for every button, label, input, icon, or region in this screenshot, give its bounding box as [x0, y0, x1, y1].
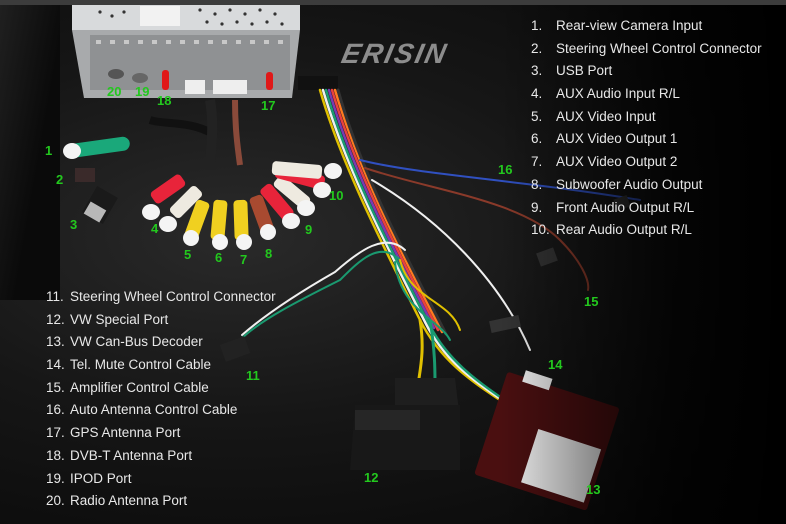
legend-index: 13. [46, 334, 65, 350]
legend-label: Subwoofer Audio Output [556, 176, 703, 192]
legend-index: 6. [531, 131, 543, 147]
rca-connectors [63, 99, 342, 250]
legend-index: 7. [531, 154, 543, 170]
legend-item: 8. Subwoofer Audio Output [531, 174, 762, 197]
callout-6: 6 [215, 250, 223, 265]
legend-item: 13. VW Can-Bus Decoder [46, 331, 276, 354]
callout-3: 3 [70, 217, 78, 232]
legend-label: GPS Antenna Port [70, 425, 181, 441]
legend-label: USB Port [556, 63, 613, 79]
steering-wheel-connector-shape [219, 336, 251, 362]
vw-special-port-shape [350, 378, 460, 470]
legend-label: Front Audio Output R/L [556, 199, 695, 215]
legend-index: 12. [46, 311, 65, 327]
legend-label: Amplifier Control Cable [70, 379, 209, 395]
callout-12: 12 [364, 470, 379, 485]
callout-2: 2 [56, 172, 64, 187]
callout-9: 9 [305, 222, 313, 237]
callout-16: 16 [498, 162, 513, 177]
legend-label: Steering Wheel Control Connector [556, 40, 762, 56]
legend-item: 3. USB Port [531, 60, 762, 83]
legend-item: 19. IPOD Port [46, 468, 276, 491]
legend-index: 1. [531, 18, 543, 33]
callout-13: 13 [586, 482, 601, 497]
legend-index: 4. [531, 86, 543, 102]
ipod-port-shape [132, 73, 148, 83]
callout-20: 20 [107, 84, 122, 99]
legend-item: 14. Tel. Mute Control Cable [46, 354, 276, 377]
legend-item: 4. AUX Audio Input R/L [531, 83, 762, 106]
legend-index: 18. [46, 447, 65, 463]
dvb-t-antenna-port-shape [162, 70, 169, 90]
legend-item: 17. GPS Antenna Port [46, 422, 276, 445]
legend-item: 11. Steering Wheel Control Connector [46, 286, 276, 309]
legend-index: 10. [531, 222, 550, 238]
legend-index: 9. [531, 199, 543, 215]
callout-17: 17 [261, 98, 276, 113]
callout-10: 10 [329, 188, 344, 203]
legend-label: Steering Wheel Control Connector [70, 289, 276, 304]
legend-item: 15. Amplifier Control Cable [46, 377, 276, 400]
legend-label: IPOD Port [70, 470, 132, 486]
legend-item: 5. AUX Video Input [531, 106, 762, 129]
callout-5: 5 [184, 247, 192, 262]
legend-label: VW Can-Bus Decoder [70, 334, 203, 350]
legend-index: 17. [46, 425, 65, 441]
legend-item: 12. VW Special Port [46, 309, 276, 332]
legend-index: 8. [531, 176, 543, 192]
head-unit-chassis [72, 5, 338, 98]
legend-label: Rear Audio Output R/L [556, 222, 692, 238]
legend-index: 11. [46, 289, 64, 304]
legend-left: 11. Steering Wheel Control Connector 12. V… [46, 286, 276, 513]
legend-label: Tel. Mute Control Cable [70, 357, 212, 373]
legend-label: VW Special Port [70, 311, 169, 327]
legend-index: 15. [46, 379, 65, 395]
legend-item: 6. AUX Video Output 1 [531, 128, 762, 151]
callout-7: 7 [240, 252, 248, 267]
legend-item: 18. DVB-T Antenna Port [46, 445, 276, 468]
legend-item: 2. Steering Wheel Control Connector [531, 38, 762, 61]
legend-index: 19. [46, 470, 65, 486]
legend-item: 16. Auto Antenna Control Cable [46, 399, 276, 422]
legend-label: Rear-view Camera Input [556, 18, 703, 33]
legend-item: 9. Front Audio Output R/L [531, 197, 762, 220]
legend-item: 7. AUX Video Output 2 [531, 151, 762, 174]
radio-antenna-port-shape [108, 69, 124, 79]
background-shade-left [0, 0, 60, 300]
callout-11: 11 [246, 368, 260, 383]
callout-1: 1 [45, 143, 53, 158]
legend-index: 2. [531, 40, 543, 56]
callout-18: 18 [157, 93, 172, 108]
legend-label: Auto Antenna Control Cable [70, 402, 238, 418]
legend-index: 3. [531, 63, 543, 79]
legend-label: AUX Video Output 1 [556, 131, 678, 147]
top-strip [0, 0, 786, 5]
legend-item: 10. Rear Audio Output R/L [531, 219, 762, 242]
callout-8: 8 [265, 246, 273, 261]
legend-label: Radio Antenna Port [70, 493, 188, 509]
callout-19: 19 [135, 84, 150, 99]
callout-14: 14 [548, 357, 563, 372]
legend-index: 14. [46, 357, 65, 373]
callout-15: 15 [584, 294, 599, 309]
legend-label: AUX Video Input [556, 108, 656, 124]
background-shade-right [500, 0, 786, 524]
legend-label: AUX Video Output 2 [556, 154, 678, 170]
legend-label: AUX Audio Input R/L [556, 86, 680, 102]
legend-index: 20. [46, 493, 65, 509]
legend-right: 1. Rear-view Camera Input 2. Steering Whee… [531, 15, 762, 242]
callout-4: 4 [151, 221, 159, 236]
brand-logo: ERISIN [338, 38, 451, 69]
legend-index: 5. [531, 108, 543, 124]
legend-index: 16. [46, 402, 65, 418]
gps-antenna-port-shape [266, 72, 273, 90]
legend-item: 1. Rear-view Camera Input [531, 15, 762, 38]
legend-item: 20. Radio Antenna Port [46, 490, 276, 513]
legend-label: DVB-T Antenna Port [70, 447, 193, 463]
